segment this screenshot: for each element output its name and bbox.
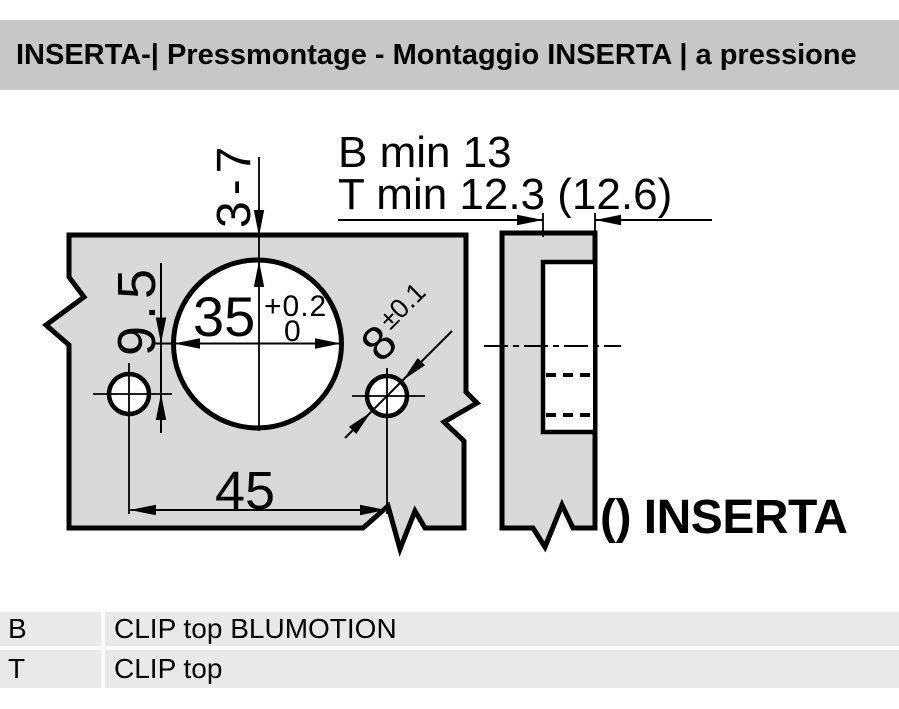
center-lines — [93, 157, 425, 514]
dim-edge-distance-label: 3-7 — [208, 141, 261, 228]
dim-cup-tolerance-upper: +0.2 — [264, 290, 327, 323]
front-view: 3-7 9.5 35 +0.2 0 45 8 ±0.1 — [42, 141, 482, 557]
arrowheads-front — [130, 210, 426, 516]
dim-b-label: B min 13 — [338, 128, 512, 177]
dim-cup-offset-label: 9.5 — [107, 263, 167, 356]
legend-value: CLIP top — [105, 650, 899, 688]
page-title: INSERTA-| Pressmontage - Montaggio INSER… — [16, 38, 857, 71]
side-view: B min 13 T min 12.3 (12.6) () INSERTA — [338, 128, 848, 553]
legend-key: T — [0, 650, 101, 688]
column-divider — [101, 650, 105, 688]
hidden-depth-lines — [546, 373, 591, 417]
legend-key: B — [0, 612, 101, 646]
dim-t-label: T min 12.3 (12.6) — [338, 170, 672, 219]
legend-row-t: T CLIP top — [0, 650, 899, 688]
arrowheads-side — [517, 214, 621, 226]
inserta-caption: () INSERTA — [600, 491, 847, 544]
legend-row-b: B CLIP top BLUMOTION — [0, 612, 899, 646]
header-bar: INSERTA-| Pressmontage - Montaggio INSER… — [0, 20, 899, 90]
dim-cup-diameter-label: 35 — [193, 285, 255, 348]
dim-cup-tolerance-lower: 0 — [284, 315, 301, 348]
column-divider — [101, 612, 105, 646]
dim-hole-spacing-label: 45 — [215, 461, 275, 521]
legend-value: CLIP top BLUMOTION — [105, 612, 899, 646]
